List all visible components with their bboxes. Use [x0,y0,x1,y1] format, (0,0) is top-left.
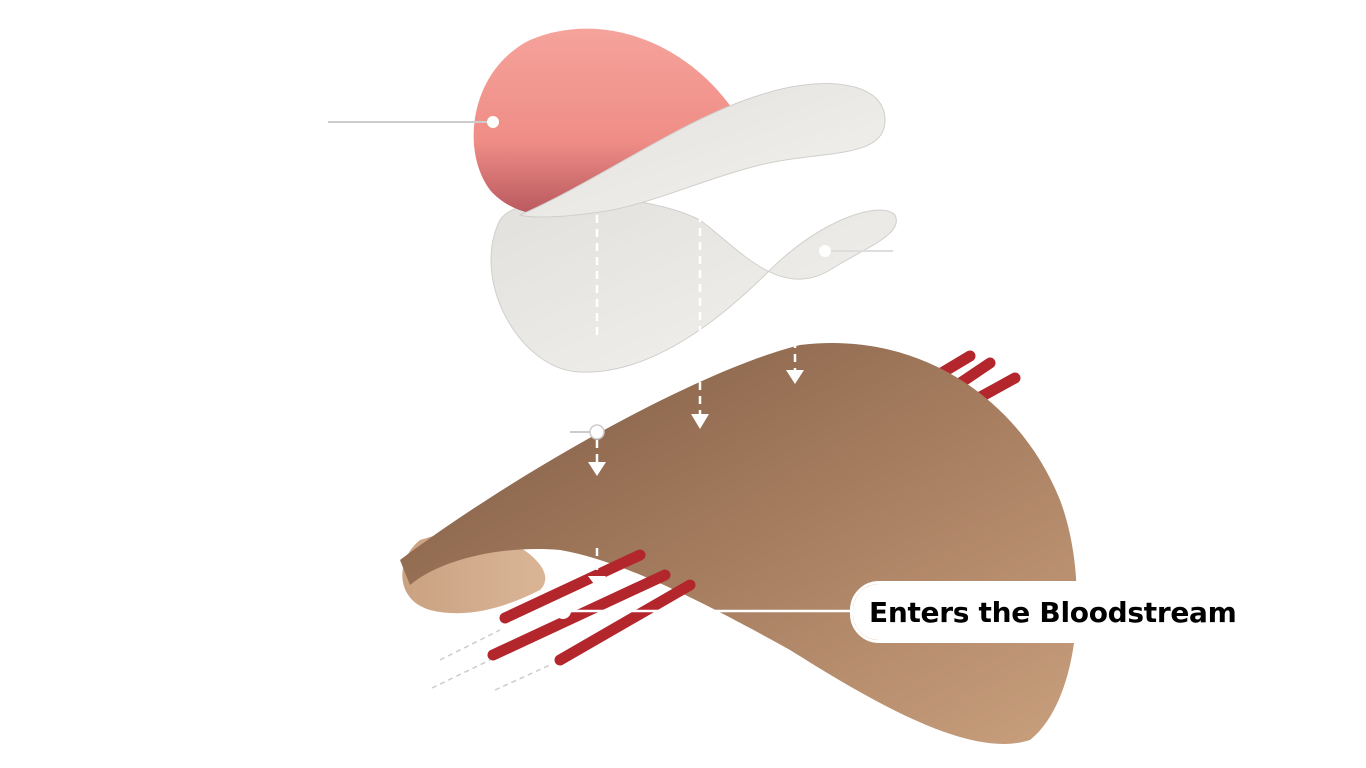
arrow-heads [588,370,804,588]
blood-vessels-front [487,549,696,666]
skin-layer [400,342,1077,744]
bloodstream-label-text: Enters the Bloodstream [869,595,1237,629]
callout-lines [328,116,893,619]
flow-arrows [431,629,551,691]
absorption-arrows [595,200,797,578]
bloodstream-label: Enters the Bloodstream [850,581,1256,643]
backing-layer [518,83,886,218]
